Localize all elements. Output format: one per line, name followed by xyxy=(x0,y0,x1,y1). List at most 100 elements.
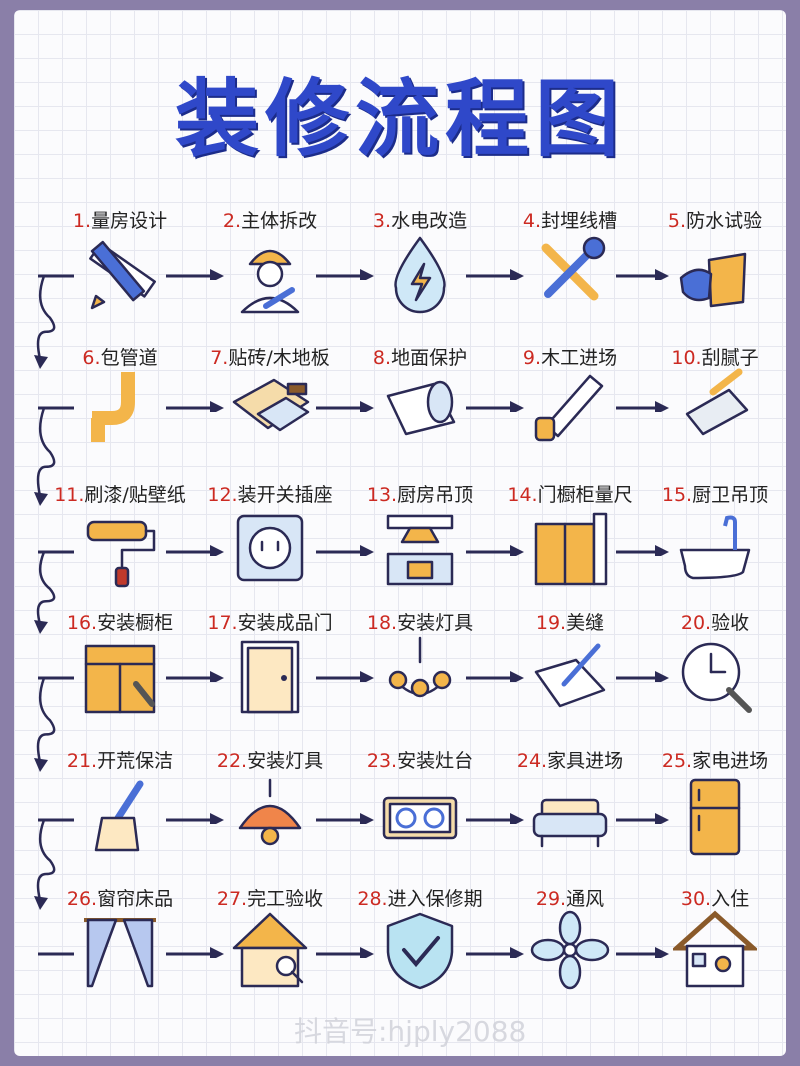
step-text: 主体拆改 xyxy=(241,210,318,232)
step-number: 8. xyxy=(372,347,392,369)
step-text: 家电进场 xyxy=(692,750,769,772)
step-number: 24. xyxy=(516,750,548,772)
cabinet-install-icon xyxy=(84,644,156,714)
step-number: 27. xyxy=(216,888,248,910)
worker-wrench-icon xyxy=(240,249,300,314)
cabinet-measure-icon xyxy=(534,512,608,586)
row-connector xyxy=(38,269,669,280)
step-label: 28.进入保修期 xyxy=(345,884,495,911)
step-label: 24.家具进场 xyxy=(495,746,645,773)
curtain-icon xyxy=(84,918,156,988)
row-loop-arrow xyxy=(34,820,56,910)
step-text: 入住 xyxy=(711,888,750,910)
row-connector xyxy=(38,671,669,682)
step-number: 16. xyxy=(66,612,98,634)
step-label: 14.门橱柜量尺 xyxy=(495,480,645,507)
step-label: 25.家电进场 xyxy=(640,746,786,773)
house-inspect-icon xyxy=(232,912,308,988)
cleaning-brush-icon xyxy=(94,780,144,852)
chandelier-icon xyxy=(388,636,452,698)
step-label: 18.安装灯具 xyxy=(345,608,495,635)
step-label: 30.入住 xyxy=(640,884,786,911)
step-label: 13.厨房吊顶 xyxy=(345,480,495,507)
step-number: 21. xyxy=(66,750,98,772)
step-label: 20.验收 xyxy=(640,608,786,635)
step-label: 11.刷漆/贴壁纸 xyxy=(45,480,195,507)
step-label: 19.美缝 xyxy=(495,608,645,635)
fan-icon xyxy=(530,910,610,990)
protective-roll-icon xyxy=(386,380,456,436)
step-label: 9.木工进场 xyxy=(495,343,645,370)
step-text: 包管道 xyxy=(100,347,158,369)
step-text: 美缝 xyxy=(566,612,605,634)
step-text: 安装成品门 xyxy=(237,612,333,634)
row-loop-arrow xyxy=(34,678,56,772)
step-text: 安装灶台 xyxy=(397,750,474,772)
step-text: 通风 xyxy=(566,888,605,910)
water-electric-drop-icon xyxy=(394,236,446,314)
step-number: 23. xyxy=(366,750,398,772)
step-text: 验收 xyxy=(711,612,750,634)
step-number: 30. xyxy=(680,888,712,910)
step-label: 23.安装灶台 xyxy=(345,746,495,773)
step-text: 量房设计 xyxy=(91,210,168,232)
power-socket-icon xyxy=(236,514,304,582)
step-label: 8.地面保护 xyxy=(345,343,495,370)
step-number: 25. xyxy=(661,750,693,772)
step-text: 水电改造 xyxy=(391,210,468,232)
ruler-pencil-icon xyxy=(89,240,156,310)
step-text: 窗帘床品 xyxy=(97,888,174,910)
step-number: 29. xyxy=(535,888,567,910)
step-text: 门橱柜量尺 xyxy=(537,484,633,506)
step-number: 17. xyxy=(207,612,238,634)
step-text: 装开关插座 xyxy=(237,484,333,506)
row-loop-arrow xyxy=(34,408,56,506)
step-text: 木工进场 xyxy=(541,347,618,369)
step-number: 20. xyxy=(680,612,712,634)
step-number: 15. xyxy=(661,484,693,506)
saw-icon xyxy=(534,374,604,442)
step-number: 26. xyxy=(66,888,98,910)
step-text: 防水试验 xyxy=(686,210,763,232)
gas-stove-icon xyxy=(382,796,458,840)
step-number: 18. xyxy=(366,612,398,634)
caulk-gun-icon xyxy=(534,643,606,708)
step-label: 4.封埋线槽 xyxy=(495,206,645,233)
step-number: 7. xyxy=(210,347,229,369)
step-number: 28. xyxy=(357,888,388,910)
step-label: 5.防水试验 xyxy=(640,206,786,233)
step-label: 7.贴砖/木地板 xyxy=(195,343,345,370)
step-text: 安装灯具 xyxy=(397,612,474,634)
door-icon xyxy=(240,640,300,714)
pipe-icon xyxy=(91,372,135,442)
page-title: 装修流程图 xyxy=(174,70,625,168)
step-number: 22. xyxy=(216,750,248,772)
step-number: 10. xyxy=(671,347,702,369)
putty-trowel-icon xyxy=(685,368,749,436)
kitchen-ceiling-icon xyxy=(386,514,454,586)
step-label: 27.完工验收 xyxy=(195,884,345,911)
row-connector xyxy=(38,813,669,824)
step-number: 1. xyxy=(72,210,92,232)
step-text: 刮腻子 xyxy=(701,347,759,369)
pendant-lamp-icon xyxy=(238,778,302,846)
step-label: 2.主体拆改 xyxy=(195,206,345,233)
step-number: 9. xyxy=(522,347,542,369)
step-text: 厨卫吊顶 xyxy=(692,484,769,506)
step-label: 16.安装橱柜 xyxy=(45,608,195,635)
step-label: 17.安装成品门 xyxy=(195,608,345,635)
refrigerator-icon xyxy=(689,778,741,856)
step-number: 5. xyxy=(667,210,687,232)
step-label: 3.水电改造 xyxy=(345,206,495,233)
step-text: 家具进场 xyxy=(547,750,624,772)
step-text: 刷漆/贴壁纸 xyxy=(84,484,186,506)
watermark: 抖音号:hjply2088 xyxy=(294,1015,527,1048)
shield-check-icon xyxy=(386,912,454,990)
step-number: 4. xyxy=(522,210,542,232)
step-text: 安装橱柜 xyxy=(97,612,174,634)
wrench-screwdriver-icon xyxy=(541,236,606,301)
step-text: 贴砖/木地板 xyxy=(228,347,330,369)
step-text: 封埋线槽 xyxy=(541,210,618,232)
row-connector xyxy=(38,947,669,958)
